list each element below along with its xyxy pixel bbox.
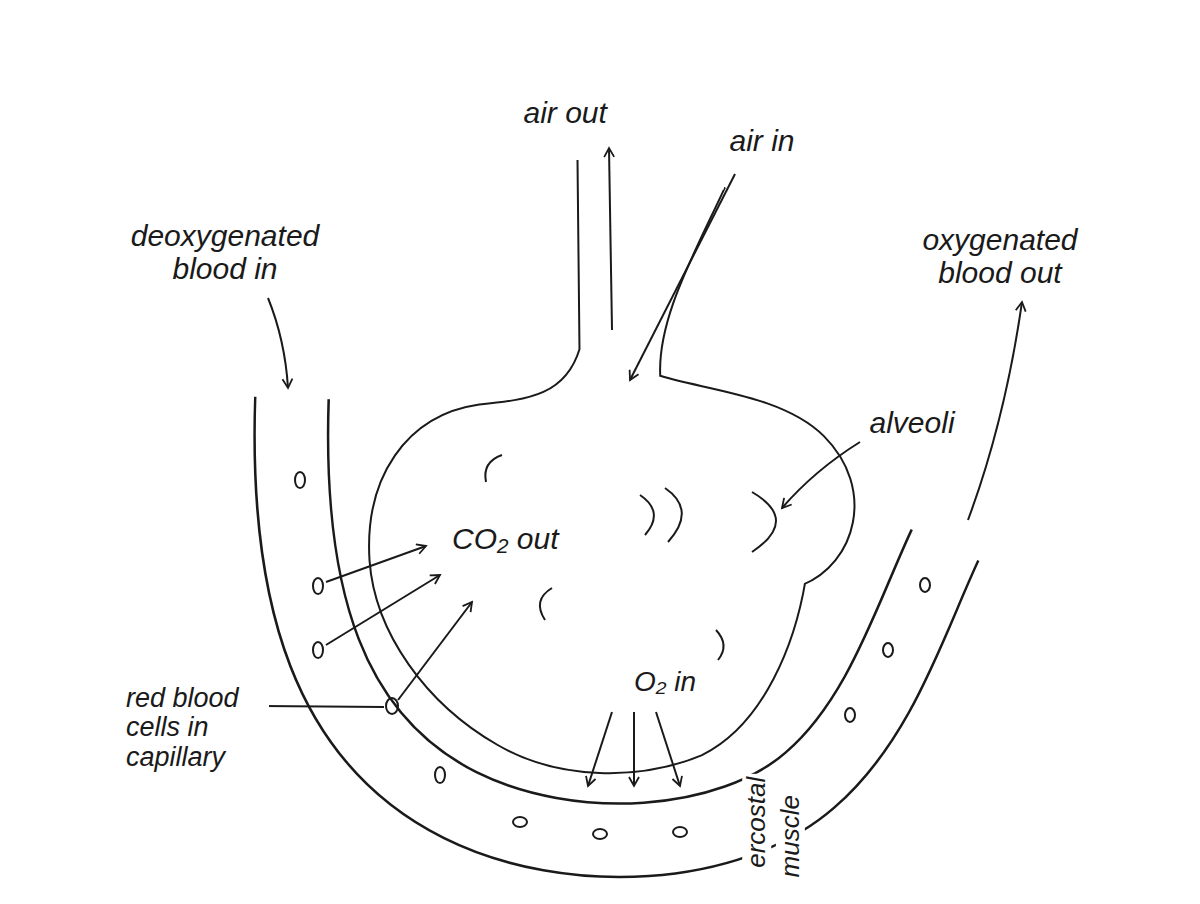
o2-arrows <box>588 712 680 786</box>
blood-out-arrow <box>968 302 1022 520</box>
label-text: CO₂ out <box>449 522 561 555</box>
label-text: ercostal <box>742 773 771 870</box>
label-text: muscle <box>776 792 805 880</box>
label-text: oxygenated blood out <box>897 223 1103 289</box>
alveolar-folds <box>485 455 776 660</box>
air-in-arrow <box>630 174 735 380</box>
alveolus <box>375 157 849 768</box>
label-text: O₂ in <box>631 667 699 698</box>
rbc-leader <box>262 706 384 707</box>
alveoli-leader <box>782 442 860 508</box>
co2-arrows <box>326 546 472 700</box>
label-text: air out <box>521 96 610 129</box>
label-text: deoxygenated blood in <box>115 219 336 285</box>
label-text: air in <box>727 124 798 157</box>
air-out-arrow <box>609 148 612 330</box>
label-text: alveoli <box>867 406 958 439</box>
label-text: red blood cells in capillary <box>123 684 269 773</box>
blood-in-arrow <box>268 298 288 388</box>
